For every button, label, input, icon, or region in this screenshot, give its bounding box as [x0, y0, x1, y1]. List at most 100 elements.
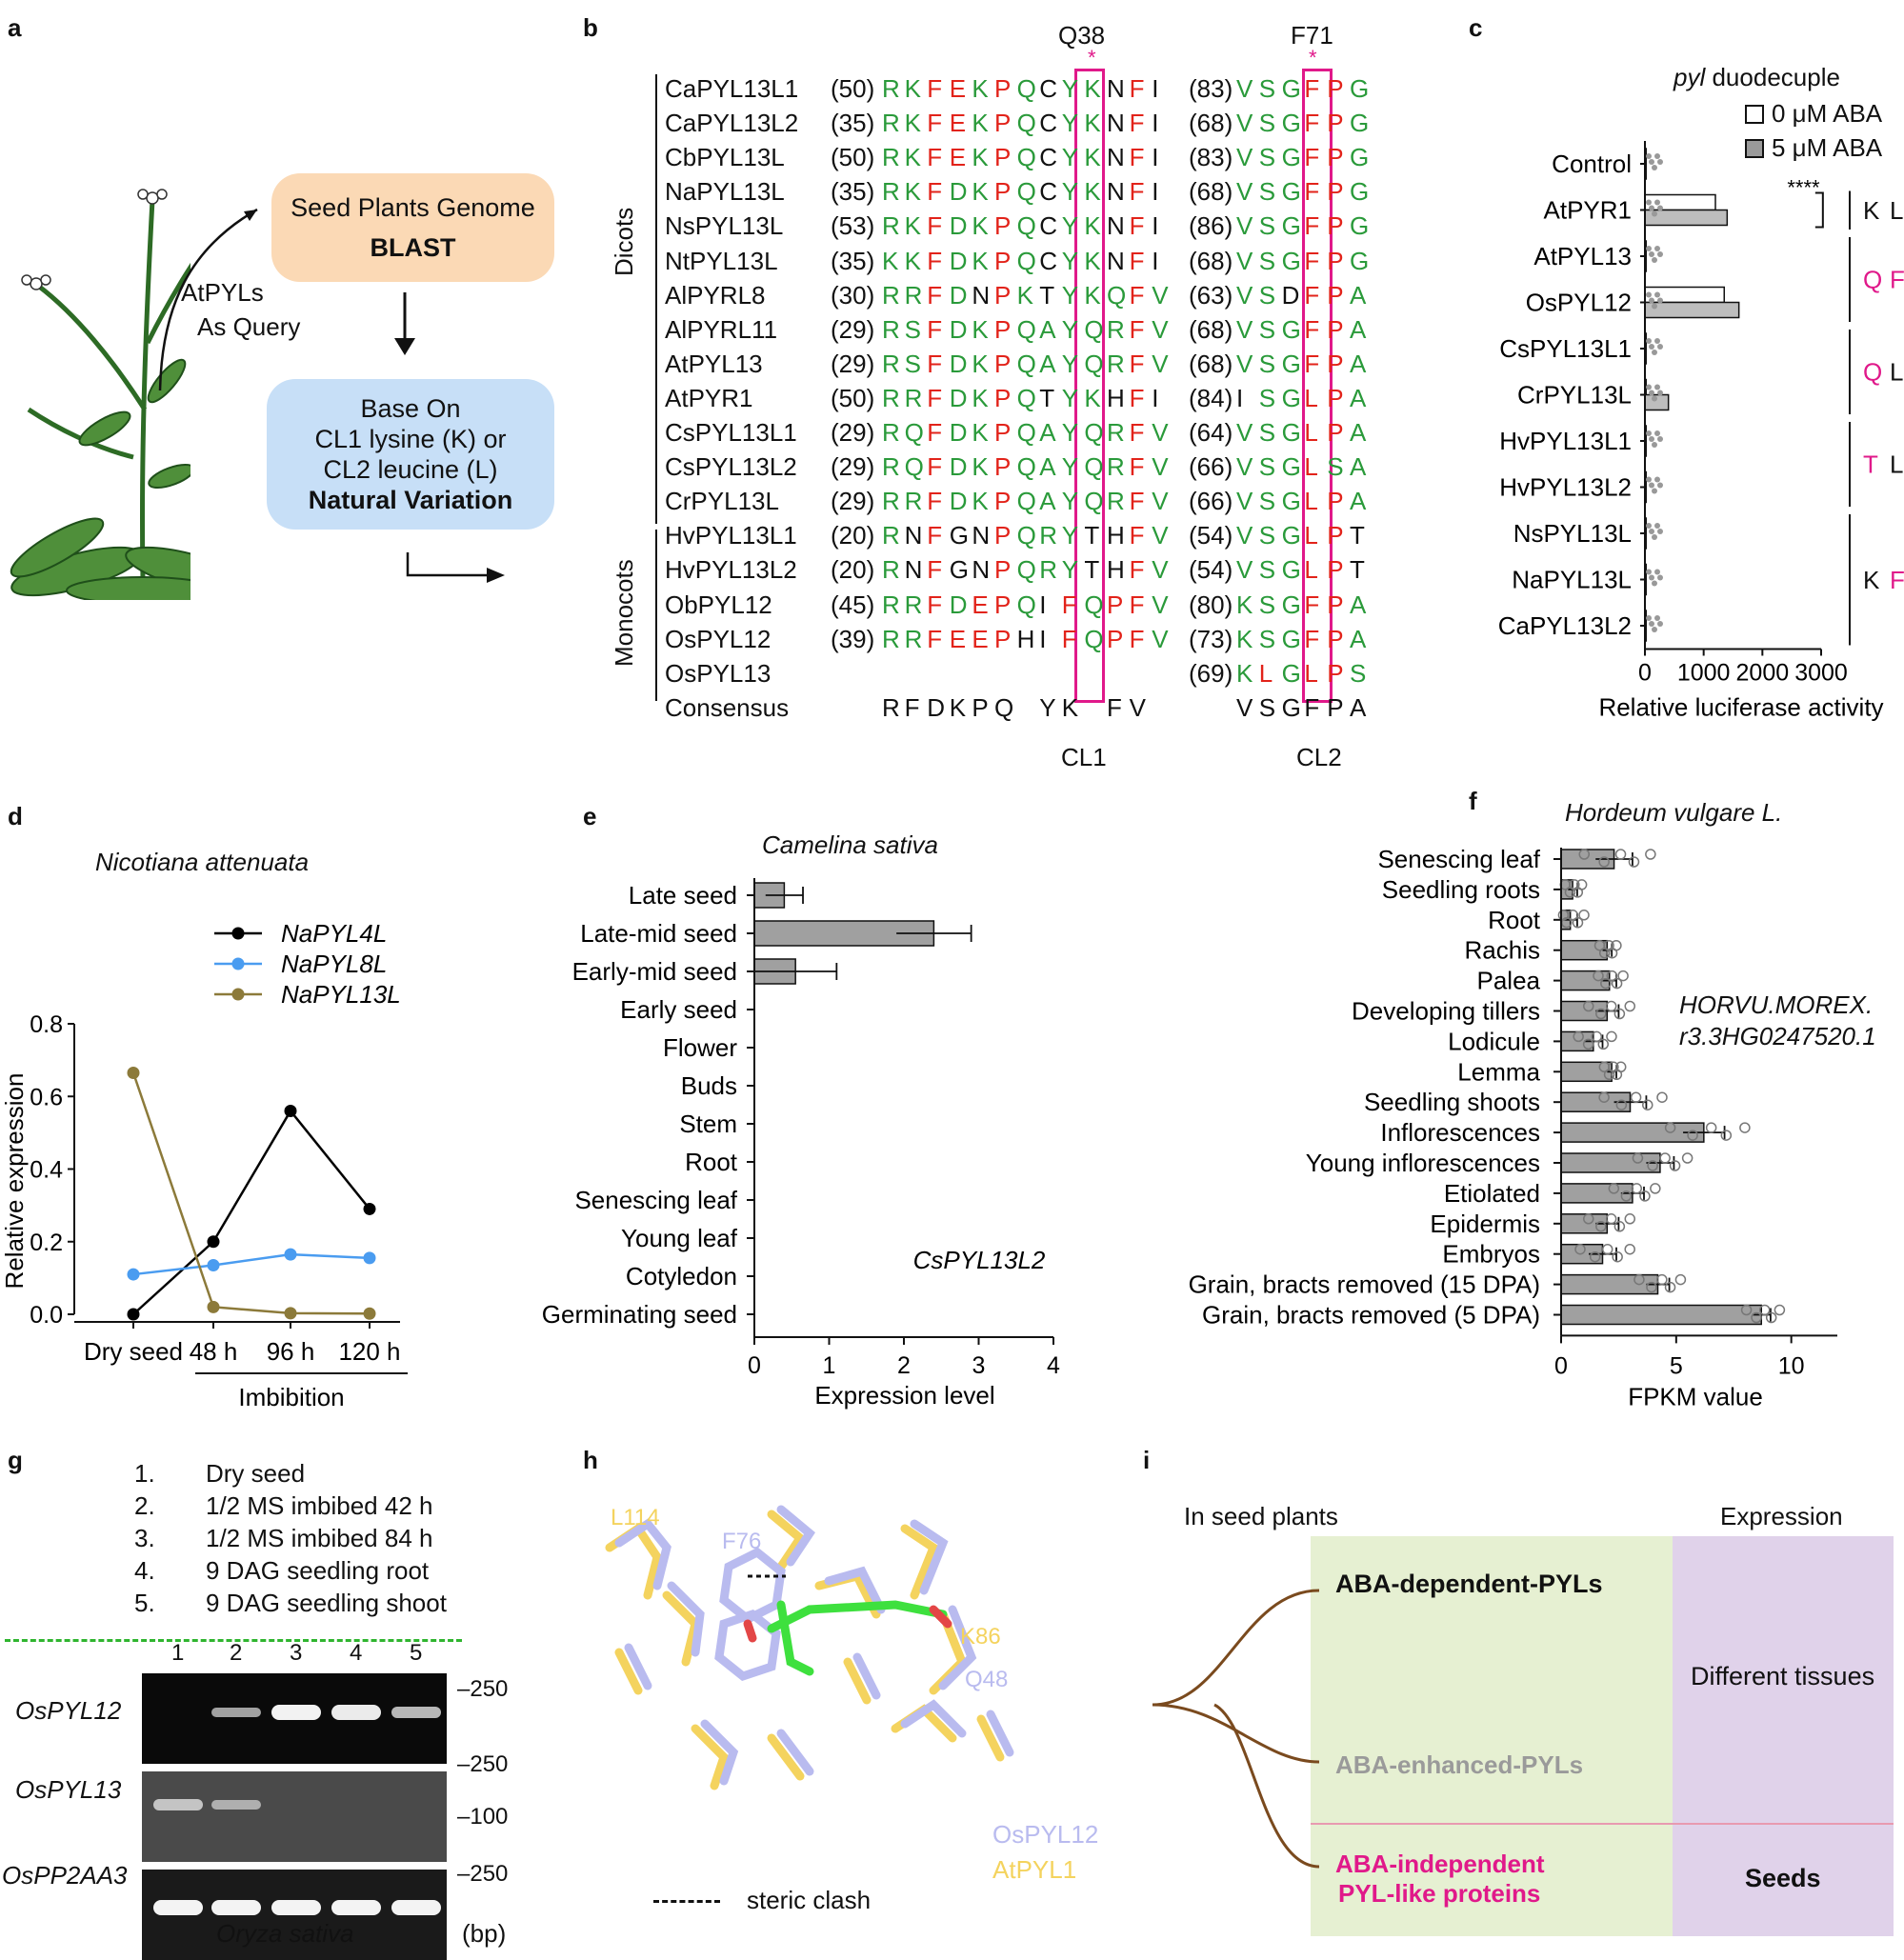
f-dot	[1664, 1122, 1676, 1133]
f-dot	[1605, 1213, 1617, 1225]
residue: I	[1152, 246, 1159, 275]
residue: T	[1350, 555, 1365, 585]
residue: I	[1152, 177, 1159, 207]
residue: I	[1152, 74, 1159, 103]
f-dot	[1613, 1221, 1626, 1232]
residue: G	[1281, 555, 1301, 585]
seq-pos2: (68)	[1189, 109, 1233, 138]
c-xtick: 2000	[1736, 660, 1790, 687]
residue: S	[1258, 418, 1276, 447]
residue: N	[1107, 109, 1125, 138]
gel-band	[331, 1900, 381, 1915]
lane-number: 4	[350, 1640, 363, 1666]
f-category-label: Seedling shoots	[1364, 1088, 1540, 1116]
f-dot	[1598, 1091, 1610, 1103]
c-group-letter: K	[1863, 196, 1880, 225]
i-different-tissues: Different tissues	[1691, 1662, 1875, 1690]
f-dot	[1582, 1038, 1594, 1050]
residue: F	[927, 74, 943, 103]
residue: F	[1129, 418, 1145, 447]
d-point	[127, 1308, 140, 1321]
seq-pos1: (29)	[831, 349, 875, 378]
c-category-label: CsPYL13L1	[1499, 334, 1632, 363]
residue: V	[1236, 314, 1253, 344]
residue: D	[949, 349, 968, 378]
seq-pos1: (35)	[831, 109, 875, 138]
residue: N	[1107, 246, 1125, 275]
residue: R	[1107, 487, 1125, 516]
legend-5aba: 5 μM ABA	[1772, 133, 1883, 162]
residue: P	[1107, 590, 1124, 619]
f-species: Hordeum vulgare L.	[1565, 798, 1783, 827]
lane-number: 2	[230, 1640, 243, 1666]
legend-atpyl1: AtPYL1	[992, 1855, 1077, 1884]
residue: G	[1281, 314, 1301, 344]
i-independent-2: PYL-like proteins	[1338, 1879, 1541, 1908]
c-dot	[1646, 569, 1652, 575]
residue: F	[1129, 590, 1145, 619]
residue: P	[994, 521, 1012, 550]
f-gene-line2: r3.3HG0247520.1	[1679, 1022, 1876, 1050]
d-point	[363, 1251, 376, 1265]
g-unit: (bp)	[462, 1919, 507, 1948]
residue: L	[1304, 555, 1318, 585]
residue: P	[1327, 555, 1344, 585]
residue: L	[1304, 452, 1318, 482]
residue: K	[949, 692, 967, 722]
c-dot	[1654, 569, 1660, 575]
residue: P	[994, 555, 1012, 585]
residue: F	[1304, 211, 1320, 241]
seq-name: OsPYL12	[665, 624, 772, 653]
f-dot	[1751, 1311, 1762, 1324]
d-ytick: 0.8	[30, 1011, 63, 1038]
d-ylabel: Relative expression	[0, 1073, 29, 1290]
residue: G	[1281, 246, 1301, 275]
residue: P	[994, 211, 1012, 241]
residue: G	[1281, 624, 1301, 653]
residue: K	[1084, 74, 1101, 103]
residue: K	[904, 143, 921, 172]
residue: V	[1236, 211, 1253, 241]
arabidopsis-plant-illustration	[10, 189, 190, 600]
residue: T	[1084, 521, 1100, 550]
cl1-label: CL1	[1061, 743, 1107, 771]
residue: P	[1327, 314, 1344, 344]
marker-250-a: –250	[457, 1676, 509, 1702]
residue: P	[994, 314, 1012, 344]
residue: G	[1281, 452, 1301, 482]
gel-band	[211, 1708, 261, 1717]
d-ytick: 0.2	[30, 1230, 63, 1256]
residue: C	[1039, 143, 1057, 172]
residue: D	[949, 177, 968, 207]
residue: S	[1258, 624, 1276, 653]
residue: K	[882, 246, 899, 275]
c-xtick: 0	[1638, 660, 1652, 687]
f-dot	[1611, 939, 1622, 951]
c-dot	[1657, 574, 1663, 581]
residue: F	[927, 418, 943, 447]
arrow-label-2: As Query	[197, 312, 301, 341]
c-dot	[1646, 523, 1652, 529]
f-dot	[1740, 1304, 1753, 1316]
seq-pos2: (83)	[1189, 74, 1233, 103]
residue: K	[1016, 280, 1033, 310]
seq-pos1: (50)	[831, 143, 875, 172]
f-dot	[1642, 1099, 1653, 1110]
c-category-label: CrPYL13L	[1517, 381, 1632, 410]
residue: E	[949, 624, 967, 653]
nv-line1: Base On	[360, 394, 461, 423]
c-title: pyl duodecuple	[1674, 63, 1840, 91]
residue: Q	[1016, 74, 1036, 103]
seq-name: CrPYL13L	[665, 487, 779, 516]
seq-pos1: (53)	[831, 211, 875, 241]
residue: F	[1129, 487, 1145, 516]
d-series-line	[132, 1252, 371, 1276]
c-dot	[1654, 338, 1660, 344]
f-dot	[1674, 1273, 1687, 1286]
seq-name: ObPYL12	[665, 590, 772, 619]
f-category-label: Young inflorescences	[1306, 1149, 1540, 1177]
f-dot	[1669, 1160, 1681, 1171]
c-dot	[1657, 529, 1663, 534]
residue: V	[1152, 487, 1169, 516]
